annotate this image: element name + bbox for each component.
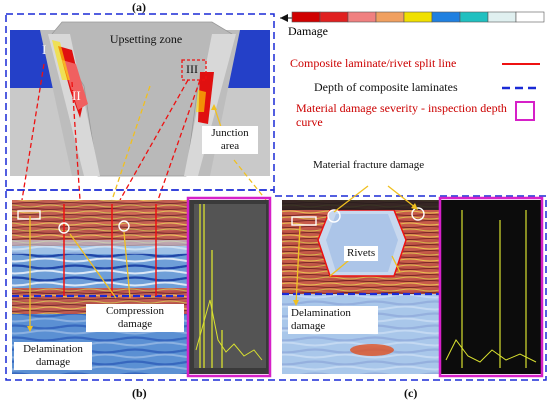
legend <box>502 63 540 121</box>
colorbar-cell <box>319 11 349 23</box>
colorbar <box>280 11 545 23</box>
panel-label-c: (c) <box>404 386 418 400</box>
legend-laminate-depth: Depth of composite laminates <box>314 80 458 94</box>
rivets-label: Rivets <box>344 246 379 261</box>
region-label-2: II <box>72 88 81 103</box>
delamination-label-c: Delamination damage <box>288 306 378 334</box>
panel-label-b: (b) <box>132 386 147 400</box>
region-label-3: III <box>186 62 198 76</box>
delamination-label-b: Delamination damage <box>14 342 92 370</box>
legend-split-line: Composite laminate/rivet split line <box>290 56 457 70</box>
panel-c <box>282 185 544 378</box>
colorbar-cell <box>515 11 545 23</box>
colorbar-cell <box>487 11 517 23</box>
upsetting-zone-label: Upsetting zone <box>109 32 183 46</box>
panel-label-a: (a) <box>132 0 146 14</box>
colorbar-cell <box>431 11 461 23</box>
colorbar-cell <box>291 11 321 23</box>
colorbar-label: Damage <box>288 24 328 38</box>
legend-severity-curve: Material damage severity - inspection de… <box>296 101 507 129</box>
colorbar-cell <box>375 11 405 23</box>
colorbar-cell <box>459 11 489 23</box>
panel-a <box>5 13 275 201</box>
region-label-1: I <box>42 42 47 57</box>
colorbar-cell <box>347 11 377 23</box>
compression-damage-label: Compression damage <box>86 304 184 332</box>
colorbar-cell <box>403 11 433 23</box>
junction-area-label: Junction area <box>202 126 258 154</box>
fracture-damage-label: Material fracture damage <box>310 158 428 173</box>
